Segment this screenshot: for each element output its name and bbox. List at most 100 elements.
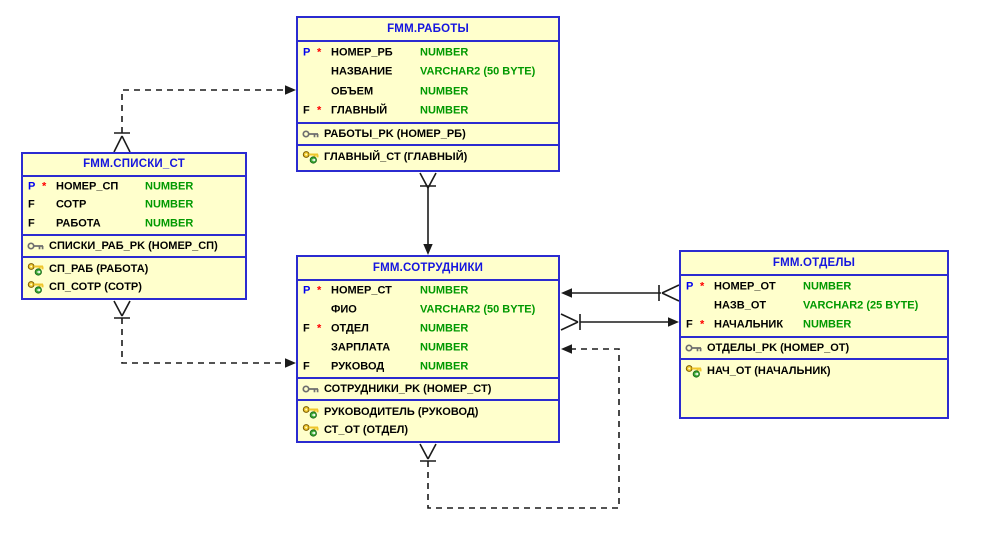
column-row: F СОТР NUMBER bbox=[23, 196, 245, 214]
table-title-spiski-st: FMM.СПИСКИ_СТ bbox=[23, 154, 245, 177]
primary-key-compartment: ОТДЕЛЫ_PK (НОМЕР_ОТ) bbox=[681, 336, 947, 358]
key-marker: F bbox=[303, 322, 310, 335]
key-marker: P bbox=[303, 284, 311, 297]
required-marker: * bbox=[317, 284, 322, 297]
primary-key-icon bbox=[302, 382, 324, 396]
foreign-key-row: СП_СОТР (СОТР) bbox=[23, 278, 245, 296]
column-row: F * НАЧАЛЬНИК NUMBER bbox=[681, 316, 947, 335]
foreign-key-icon bbox=[302, 423, 324, 437]
foreign-key-icon bbox=[27, 280, 49, 294]
foreign-key-icon bbox=[302, 405, 324, 419]
column-type: NUMBER bbox=[803, 280, 852, 293]
key-marker: P bbox=[303, 46, 311, 59]
column-name: НОМЕР_СТ bbox=[331, 284, 392, 297]
foreign-key-label: СП_СОТР (СОТР) bbox=[49, 281, 142, 293]
required-marker: * bbox=[700, 318, 705, 331]
foreign-key-icon bbox=[27, 262, 49, 276]
foreign-key-row: НАЧ_ОТ (НАЧАЛЬНИК) bbox=[681, 362, 947, 380]
relationship-glavny-st[interactable] bbox=[419, 172, 437, 255]
column-name: СОТР bbox=[56, 198, 87, 211]
entity-table-spiski-st[interactable]: FMM.СПИСКИ_СТ P * НОМЕР_СП NUMBER F СОТР… bbox=[21, 152, 247, 300]
column-name: ОБЪЕМ bbox=[331, 85, 374, 98]
required-marker: * bbox=[700, 280, 705, 293]
foreign-key-compartment: СП_РАБ (РАБОТА) СП_СОТР (СОТР) bbox=[23, 256, 245, 298]
columns-compartment: P * НОМЕР_СТ NUMBER ФИО VARCHAR2 (50 BYT… bbox=[298, 281, 558, 377]
column-name: НОМЕР_РБ bbox=[331, 46, 393, 59]
entity-table-otdely[interactable]: FMM.ОТДЕЛЫ P * НОМЕР_ОТ NUMBER НАЗВ_ОТ V… bbox=[679, 250, 949, 419]
foreign-key-label: ГЛАВНЫЙ_СТ (ГЛАВНЫЙ) bbox=[324, 151, 468, 163]
foreign-key-icon bbox=[302, 150, 324, 164]
column-row: ФИО VARCHAR2 (50 BYTE) bbox=[298, 301, 558, 320]
relationship-st-ot[interactable] bbox=[560, 313, 679, 331]
relationship-sp-rab[interactable] bbox=[113, 85, 296, 153]
relationship-sp-sotr[interactable] bbox=[113, 300, 296, 368]
table-title-otdely: FMM.ОТДЕЛЫ bbox=[681, 252, 947, 276]
primary-key-row: СОТРУДНИКИ_PK (НОМЕР_СТ) bbox=[298, 380, 558, 398]
entity-table-raboty[interactable]: FMM.РАБОТЫ P * НОМЕР_РБ NUMBER НАЗВАНИЕ … bbox=[296, 16, 560, 172]
key-marker: F bbox=[28, 198, 35, 211]
column-type: NUMBER bbox=[420, 360, 469, 373]
foreign-key-row: ГЛАВНЫЙ_СТ (ГЛАВНЫЙ) bbox=[298, 148, 558, 166]
relationship-nach-ot[interactable] bbox=[561, 284, 680, 302]
column-name: ОТДЕЛ bbox=[331, 322, 369, 335]
key-marker: F bbox=[686, 318, 693, 331]
column-row: ОБЪЕМ NUMBER bbox=[298, 82, 558, 102]
column-name: ЗАРПЛАТА bbox=[331, 341, 391, 354]
column-type: VARCHAR2 (25 BYTE) bbox=[803, 299, 919, 312]
relationship-rukovoditel[interactable] bbox=[419, 344, 620, 509]
required-marker: * bbox=[317, 104, 322, 117]
primary-key-row: ОТДЕЛЫ_PK (НОМЕР_ОТ) bbox=[681, 339, 947, 357]
primary-key-row: СПИСКИ_РАБ_PK (НОМЕР_СП) bbox=[23, 237, 245, 255]
foreign-key-row: СТ_ОТ (ОТДЕЛ) bbox=[298, 421, 558, 439]
foreign-key-icon bbox=[685, 364, 707, 378]
column-type: NUMBER bbox=[420, 322, 469, 335]
column-name: НОМЕР_ОТ bbox=[714, 280, 776, 293]
table-title-sotrudniki: FMM.СОТРУДНИКИ bbox=[298, 257, 558, 281]
column-row: P * НОМЕР_ОТ NUMBER bbox=[681, 277, 947, 296]
column-name: НАЗВ_ОТ bbox=[714, 299, 767, 312]
entity-table-sotrudniki[interactable]: FMM.СОТРУДНИКИ P * НОМЕР_СТ NUMBER ФИО V… bbox=[296, 255, 560, 443]
primary-key-compartment: СОТРУДНИКИ_PK (НОМЕР_СТ) bbox=[298, 377, 558, 399]
column-name: НАЗВАНИЕ bbox=[331, 65, 393, 78]
column-row: НАЗВАНИЕ VARCHAR2 (50 BYTE) bbox=[298, 63, 558, 83]
column-type: NUMBER bbox=[803, 318, 852, 331]
primary-key-label: СОТРУДНИКИ_PK (НОМЕР_СТ) bbox=[324, 383, 492, 395]
foreign-key-compartment: НАЧ_ОТ (НАЧАЛЬНИК) bbox=[681, 358, 947, 417]
foreign-key-compartment: РУКОВОДИТЕЛЬ (РУКОВОД) СТ_ОТ (ОТДЕЛ) bbox=[298, 399, 558, 441]
table-title-label: FMM.ОТДЕЛЫ bbox=[772, 257, 856, 269]
column-name: ФИО bbox=[331, 303, 357, 316]
column-row: F РАБОТА NUMBER bbox=[23, 215, 245, 233]
column-row: P * НОМЕР_СП NUMBER bbox=[23, 178, 245, 196]
column-type: NUMBER bbox=[145, 198, 194, 211]
foreign-key-label: РУКОВОДИТЕЛЬ (РУКОВОД) bbox=[324, 406, 479, 418]
column-name: РУКОВОД bbox=[331, 360, 385, 373]
primary-key-compartment: РАБОТЫ_PK (НОМЕР_РБ) bbox=[298, 122, 558, 144]
foreign-key-compartment: ГЛАВНЫЙ_СТ (ГЛАВНЫЙ) bbox=[298, 144, 558, 170]
table-title-label: FMM.СПИСКИ_СТ bbox=[83, 158, 185, 171]
column-row: P * НОМЕР_СТ NUMBER bbox=[298, 282, 558, 301]
column-type: NUMBER bbox=[420, 341, 469, 354]
column-row: ЗАРПЛАТА NUMBER bbox=[298, 338, 558, 357]
column-type: VARCHAR2 (50 BYTE) bbox=[420, 303, 536, 316]
table-title-raboty: FMM.РАБОТЫ bbox=[298, 18, 558, 42]
column-type: NUMBER bbox=[145, 217, 194, 230]
column-type: VARCHAR2 (50 BYTE) bbox=[420, 65, 536, 78]
primary-key-icon bbox=[685, 341, 707, 355]
key-marker: P bbox=[686, 280, 694, 293]
columns-compartment: P * НОМЕР_СП NUMBER F СОТР NUMBER F РАБО… bbox=[23, 177, 245, 234]
table-title-label: FMM.СОТРУДНИКИ bbox=[372, 261, 484, 274]
primary-key-row: РАБОТЫ_PK (НОМЕР_РБ) bbox=[298, 125, 558, 143]
column-name: ГЛАВНЫЙ bbox=[331, 104, 388, 117]
column-row: P * НОМЕР_РБ NUMBER bbox=[298, 43, 558, 63]
column-row: F * ГЛАВНЫЙ NUMBER bbox=[298, 102, 558, 122]
column-type: NUMBER bbox=[145, 180, 194, 193]
column-type: NUMBER bbox=[420, 284, 469, 297]
column-name: НАЧАЛЬНИК bbox=[714, 318, 784, 331]
primary-key-label: ОТДЕЛЫ_PK (НОМЕР_ОТ) bbox=[707, 342, 850, 354]
key-marker: F bbox=[303, 104, 310, 117]
primary-key-icon bbox=[27, 239, 49, 253]
column-name: НОМЕР_СП bbox=[56, 180, 119, 193]
foreign-key-label: СП_РАБ (РАБОТА) bbox=[49, 263, 149, 275]
